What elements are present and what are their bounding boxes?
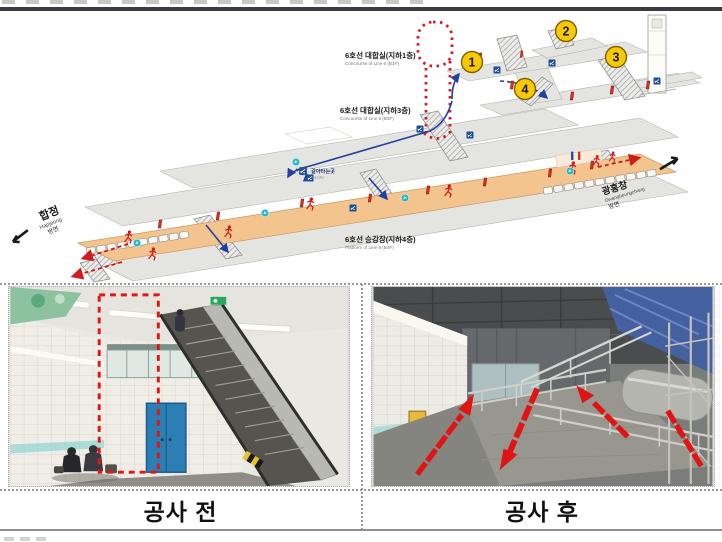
floor <box>49 472 297 486</box>
photo-after-construction <box>371 286 715 487</box>
svg-text:Transfer: Transfer <box>311 176 325 180</box>
hazard-stripe <box>242 450 264 469</box>
cropped-text-remnant <box>2 0 428 4</box>
caption-before: 공사 전 <box>0 492 361 528</box>
svg-text:방면: 방면 <box>47 224 60 236</box>
escalator <box>159 303 339 486</box>
dotted-vertical-divider <box>361 284 363 530</box>
wall-light-strip <box>373 300 468 347</box>
exit-circle-2: 2 <box>554 19 578 43</box>
exit-number-1: 1 <box>469 56 476 70</box>
person-on-escalator <box>175 309 185 332</box>
dotted-divider-bottom <box>0 489 722 491</box>
exit-dashed-arrows <box>70 153 642 280</box>
seated-people <box>51 445 119 484</box>
cropped-text-remnant-bottom <box>4 537 52 541</box>
svg-text:방면: 방면 <box>608 200 621 211</box>
caption-after-text: 공사 후 <box>505 499 579 525</box>
exit-circle-4: 4 <box>513 77 537 101</box>
blue-tarp <box>602 287 713 374</box>
route-arrows <box>205 72 549 254</box>
svg-text:Concourse of Line 6 (B3F): Concourse of Line 6 (B3F) <box>340 116 394 121</box>
svg-text:갈아타는곳: 갈아타는곳 <box>311 167 335 175</box>
svg-text:Platform of Line 6 (B4F): Platform of Line 6 (B4F) <box>345 245 394 250</box>
bottom-divider-rule <box>0 529 722 531</box>
svg-text:Concourse of Line 6 (B1F): Concourse of Line 6 (B1F) <box>345 61 399 66</box>
arrow-left-icon <box>11 229 29 244</box>
exit-number-2: 2 <box>563 25 570 39</box>
route-overlay-arrows <box>415 385 707 477</box>
station-isometric-diagram: 1 2 3 4 6호선 대합실(지하1층) Concourse of Line … <box>0 11 722 283</box>
highlight-dashed-loop <box>416 20 454 140</box>
exit-number-3: 3 <box>613 51 620 65</box>
exit-circle-1: 1 <box>460 50 484 74</box>
arrow-right-icon <box>659 156 679 171</box>
caption-after: 공사 후 <box>362 492 722 528</box>
svg-text:6호선 대합실(지하3층): 6호선 대합실(지하3층) <box>340 105 411 115</box>
top-divider-rule <box>0 7 722 11</box>
svg-text:6호선 대합실(지하1층): 6호선 대합실(지하1층) <box>345 50 416 60</box>
train-right <box>542 169 657 195</box>
floor-label-b1: 6호선 대합실(지하1층) Concourse of Line 6 (B1F) <box>345 50 416 66</box>
elevator-shaft <box>519 14 677 96</box>
caption-before-text: 공사 전 <box>143 499 218 525</box>
highlight-dashed-rect <box>97 293 160 474</box>
slab-opening <box>284 126 353 145</box>
floor-label-b3: 6호선 대합실(지하3층) Concourse of Line 6 (B3F) <box>340 105 411 121</box>
exit-number-circles: 1 2 3 4 <box>460 19 628 101</box>
photo-before-construction <box>8 286 350 487</box>
exit-sign <box>210 296 227 305</box>
scaffolding <box>665 312 713 485</box>
exit-circle-3: 3 <box>604 45 628 69</box>
restroom-icon <box>555 148 603 168</box>
exit-number-4: 4 <box>522 83 529 97</box>
svg-text:6호선 승강장(지하4층): 6호선 승강장(지하4층) <box>345 234 416 244</box>
transfer-label: 갈아타는곳 Transfer <box>298 166 335 180</box>
floor-label-platform: 6호선 승강장(지하4층) Platform of Line 6 (B4F) <box>345 234 416 250</box>
direction-left: 합정 Hapjeong 방면 <box>11 203 63 244</box>
